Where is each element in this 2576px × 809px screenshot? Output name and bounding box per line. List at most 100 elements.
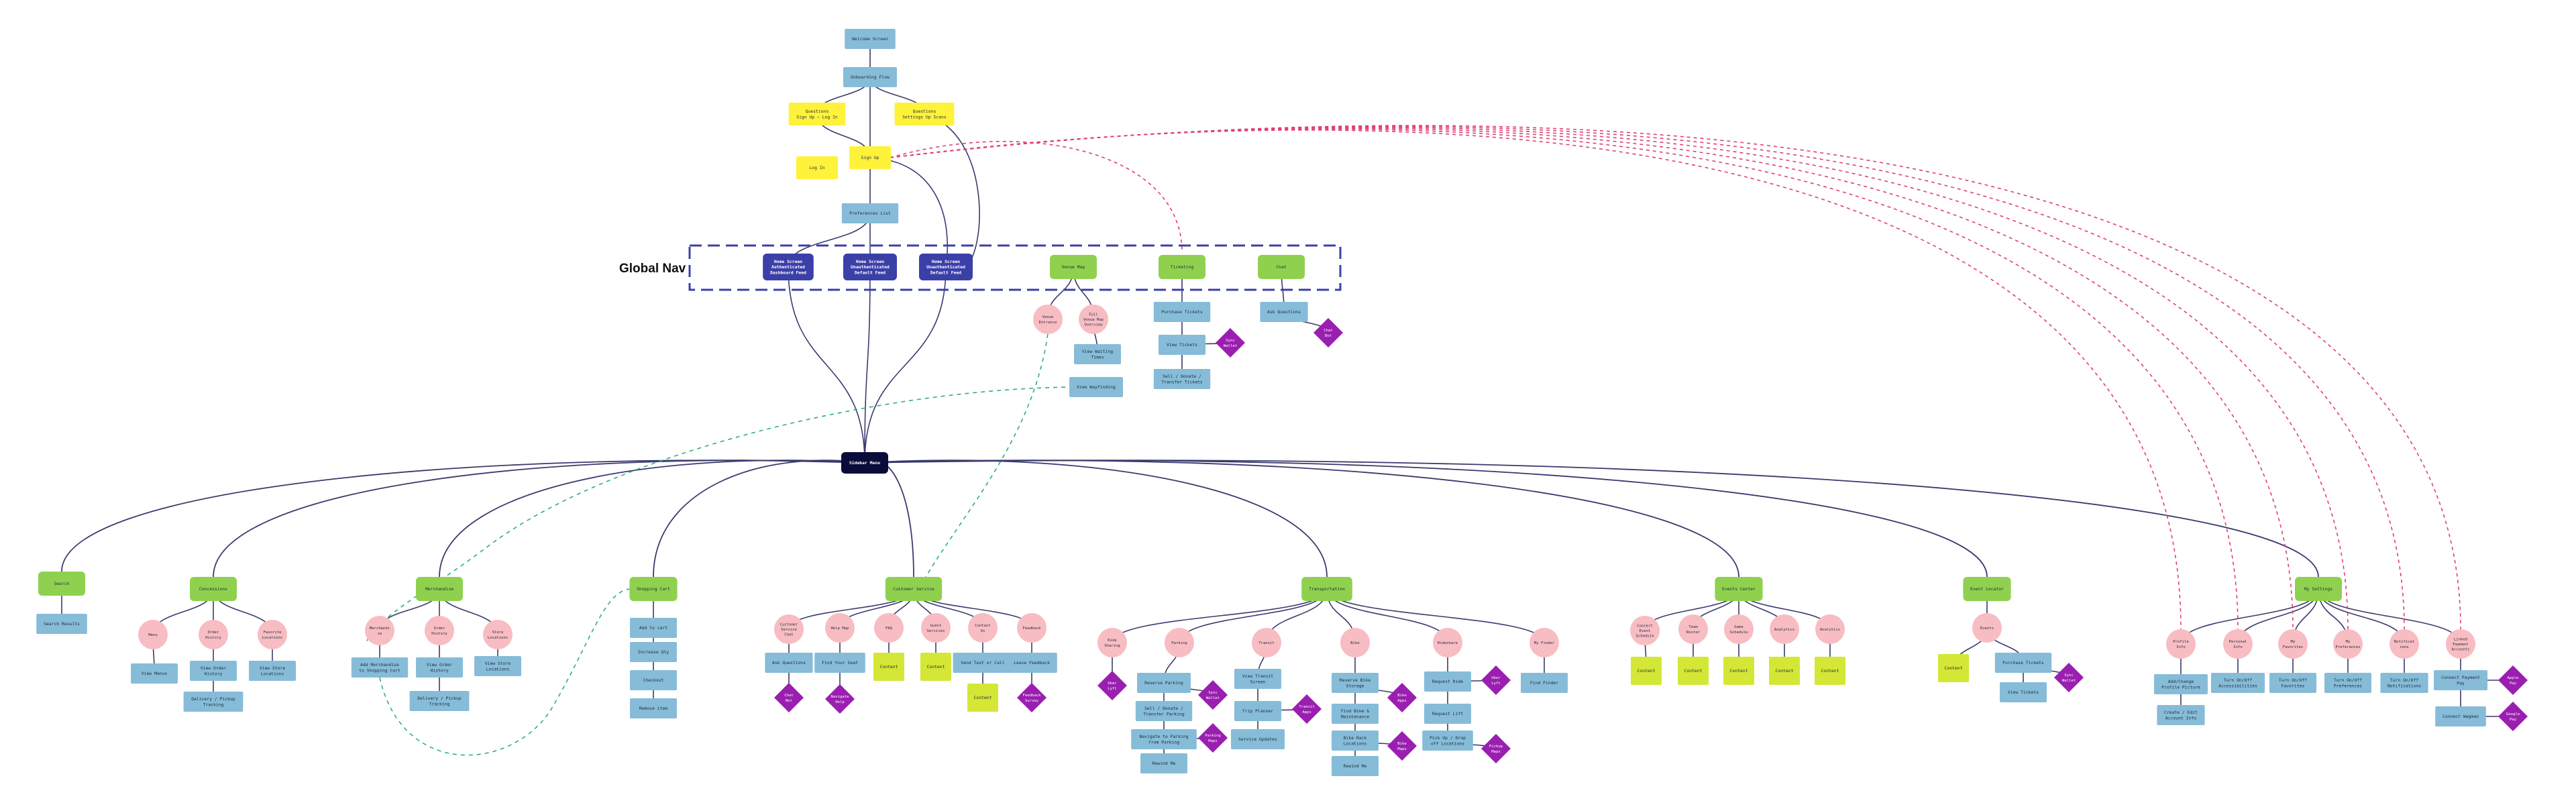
- node-shape: [1332, 731, 1379, 751]
- node-label: Delivery / Pickup: [191, 696, 235, 702]
- connector-layer: [61, 39, 2514, 766]
- node-leavefb: Leave Feedback: [1006, 653, 1057, 673]
- node-ticketing: Ticketing: [1159, 255, 1205, 279]
- node-shape: [474, 656, 521, 676]
- node-trans: Transportation: [1301, 577, 1352, 601]
- node-label: Service: [781, 628, 797, 632]
- node-shape: [2000, 682, 2047, 702]
- node-label: Order: [208, 631, 219, 635]
- node-shape: [2211, 673, 2265, 693]
- node-label: Navigate: [831, 695, 850, 699]
- node-label: View Order: [201, 665, 227, 671]
- node-reqlift: Request Lift: [1424, 704, 1471, 724]
- node-csask: Ask Questions: [765, 653, 813, 673]
- node-label: Lyft: [1491, 682, 1500, 686]
- node-label: Bike: [1397, 742, 1407, 746]
- node-label: Home Screen: [774, 259, 802, 264]
- node-label: Event: [1640, 629, 1651, 633]
- node-viewmenu: View Menus: [131, 663, 178, 684]
- node-shape: [953, 653, 1013, 673]
- node-label: My: [2291, 640, 2296, 644]
- node-label: Search Results: [44, 621, 80, 627]
- node-label: View Wayfinding: [1077, 384, 1116, 390]
- node-shape: [788, 103, 846, 125]
- node-label: Dashboard Feed: [770, 270, 806, 276]
- node-tlc: Content: [1938, 654, 1969, 682]
- node-label: Ticketing: [1171, 264, 1194, 270]
- connector: [890, 141, 1183, 253]
- node-shape: [1165, 628, 1194, 657]
- node-label: to Shopping Cart: [359, 667, 400, 673]
- node-label: Remove item: [639, 706, 667, 711]
- node-ev5: Analytics: [1815, 614, 1845, 644]
- node-merch: Merchandise: [416, 577, 463, 601]
- node-label: Settings Up Scans: [902, 114, 947, 119]
- node-label: Personal: [2229, 640, 2247, 644]
- node-shape: [1135, 701, 1193, 721]
- node-findus: Find Your Seat: [814, 653, 865, 673]
- node-label: from Parking: [1148, 739, 1179, 745]
- node-shape: [630, 642, 677, 662]
- node-rideshare: Rideshare: [1433, 628, 1462, 657]
- node-prefs: Preferences List: [841, 203, 899, 223]
- node-shape: [1387, 731, 1417, 761]
- node-stb6b: Connect Wagman: [2435, 706, 2486, 726]
- node-label: Reserve Parking: [1144, 680, 1183, 686]
- node-label: Default Feed: [930, 270, 961, 276]
- node-findfinder: Find Finder: [1521, 673, 1568, 693]
- connector: [213, 460, 865, 578]
- node-shape: [630, 698, 677, 718]
- node-label: View Menus: [142, 671, 168, 676]
- node-shape: [2324, 673, 2371, 693]
- node-label: FAQ: [885, 627, 893, 631]
- node-shape: [483, 620, 513, 649]
- node-label: Analytics: [1820, 628, 1840, 632]
- node-shape: [1994, 653, 2052, 673]
- node-label: Leave Feedback: [1014, 660, 1050, 665]
- node-csc1: Content: [873, 653, 904, 681]
- node-shape: [1033, 305, 1063, 334]
- node-label: Pickup: [1489, 745, 1503, 749]
- connector: [864, 266, 871, 464]
- node-sendtext: Send Text or Call: [953, 653, 1013, 673]
- node-shape: [763, 254, 814, 280]
- node-label: Concessions: [199, 586, 227, 592]
- connector: [864, 460, 914, 578]
- node-shape: [885, 577, 943, 601]
- node-shape: [2390, 629, 2419, 659]
- node-tlpurch: Purchase Tickets: [1994, 653, 2052, 673]
- node-shape: [841, 452, 888, 474]
- node-label: Linked: [2454, 637, 2467, 641]
- node-label: Bot: [1325, 334, 1332, 338]
- node-addcart: Add to cart: [630, 618, 677, 638]
- node-label: Sign Up ~ Log In: [796, 114, 838, 119]
- node-shape: [1050, 255, 1097, 279]
- node-label: Search: [54, 581, 69, 586]
- node-label: Concert: [1637, 624, 1653, 628]
- node-shape: [1198, 680, 1228, 710]
- node-label: Unauthenticated: [926, 264, 965, 270]
- node-shape: [774, 614, 804, 644]
- node-label: Default Feed: [855, 270, 885, 276]
- node-label: Merchandise: [425, 586, 453, 592]
- node-shape: [1963, 577, 2011, 601]
- node-label: History: [431, 632, 447, 636]
- node-label: Connect Payment: [2441, 675, 2480, 680]
- node-chat: Chat: [1258, 255, 1305, 279]
- node-shape: [1159, 255, 1205, 279]
- node-label: Help Map: [831, 627, 850, 631]
- node-shape: [1631, 657, 1662, 685]
- node-label: Menu: [148, 633, 157, 637]
- node-label: View Transit: [1242, 673, 1273, 679]
- node-label: Account Info: [2165, 715, 2196, 720]
- node-shape: [2435, 706, 2486, 726]
